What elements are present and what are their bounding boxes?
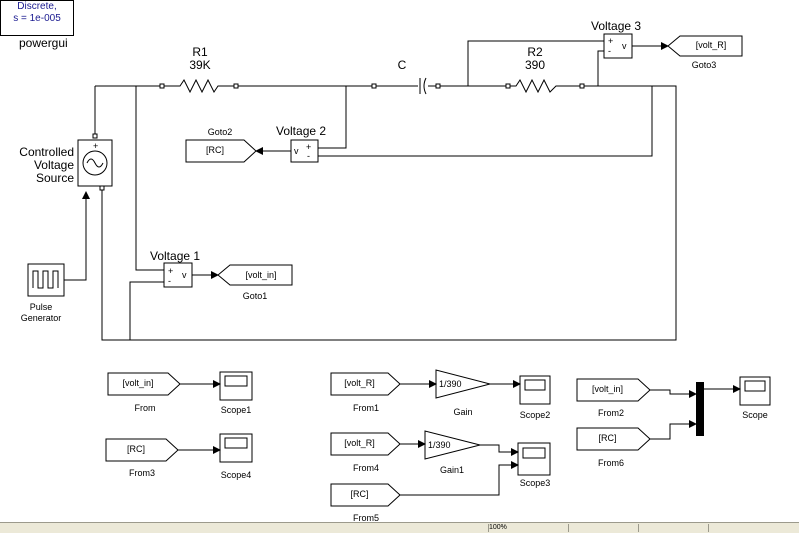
goto2-block xyxy=(185,139,257,163)
vm3-minus: - xyxy=(608,46,611,56)
goto2-tag: [RC] xyxy=(206,145,224,155)
pulse-label-2: Generator xyxy=(20,313,62,323)
source-label-3: Source xyxy=(35,171,74,185)
from4-tag: [volt_R] xyxy=(344,438,375,448)
vm2-minus: - xyxy=(307,151,310,161)
resistor-r2 xyxy=(508,78,582,94)
powergui-ts: s = 1e-005 xyxy=(13,13,61,24)
vm2-name: Voltage 2 xyxy=(276,124,327,138)
goto3-name: Goto3 xyxy=(691,60,717,70)
cap-name: C xyxy=(397,58,407,72)
goto1-name: Goto1 xyxy=(242,291,268,301)
vm3-name: Voltage 3 xyxy=(591,19,642,33)
from6-name: From6 xyxy=(597,458,625,468)
gain1-name: Gain1 xyxy=(439,465,465,475)
powergui-mode: Discrete, xyxy=(17,1,57,12)
vm1-name: Voltage 1 xyxy=(150,249,201,263)
goto1-block xyxy=(217,264,293,286)
scope-name: Scope xyxy=(742,410,768,420)
r2-value: 390 xyxy=(524,58,546,72)
from4-block xyxy=(330,432,401,456)
from3-tag: [RC] xyxy=(127,444,145,454)
from-name: From xyxy=(134,403,156,413)
from2-block xyxy=(576,378,651,402)
r2-name: R2 xyxy=(527,45,543,59)
r1-name: R1 xyxy=(192,45,208,59)
voltage-measurement-3 xyxy=(603,33,633,59)
from5-block xyxy=(330,483,401,507)
r1-value: 39K xyxy=(189,58,211,72)
scope4-name: Scope4 xyxy=(220,470,252,480)
vm1-plus: + xyxy=(168,266,174,276)
from-block xyxy=(107,372,181,396)
scope3-name: Scope3 xyxy=(519,478,551,488)
from6-block xyxy=(576,427,651,451)
from3-block xyxy=(105,438,179,462)
powergui-label: powergui xyxy=(19,36,68,50)
gain-name: Gain xyxy=(453,407,473,417)
vm2-plus: + xyxy=(306,142,312,152)
zoom-level: 100% xyxy=(488,524,569,532)
goto1-tag: [volt_in] xyxy=(245,270,277,280)
from1-block xyxy=(330,372,401,396)
from6-tag: [RC] xyxy=(598,433,617,443)
scope1-name: Scope1 xyxy=(220,405,252,415)
powergui-block[interactable]: Discrete, s = 1e-005 xyxy=(0,0,74,36)
gain-value: 1/390 xyxy=(439,379,462,389)
pulse-wave-icon xyxy=(32,270,59,289)
goto3-block xyxy=(667,35,743,57)
goto3-tag: [volt_R] xyxy=(695,40,727,50)
from-tag: [volt_in] xyxy=(122,378,154,388)
mux-block xyxy=(696,382,704,436)
vm3-plus: + xyxy=(608,36,614,46)
from3-name: From3 xyxy=(128,468,156,478)
from1-tag: [volt_R] xyxy=(344,378,375,388)
source-label-2: Voltage xyxy=(33,158,74,172)
capacitor-c xyxy=(374,77,438,95)
vm3-out: v xyxy=(622,41,627,51)
from5-tag: [RC] xyxy=(350,489,369,499)
from2-name: From2 xyxy=(597,408,625,418)
scope2-name: Scope2 xyxy=(519,410,551,420)
source-plus: + xyxy=(93,141,99,151)
vm2-out: v xyxy=(294,146,299,156)
goto2-name: Goto2 xyxy=(207,127,233,137)
from4-name: From4 xyxy=(352,463,380,473)
from5-name: From5 xyxy=(352,513,380,523)
vm1-out: v xyxy=(182,270,187,280)
source-label-1: Controlled xyxy=(19,145,74,159)
from1-name: From1 xyxy=(352,403,380,413)
vm1-minus: - xyxy=(168,276,171,286)
gain1-value: 1/390 xyxy=(428,440,451,450)
from2-tag: [volt_in] xyxy=(591,384,624,394)
scope-screen-icon xyxy=(224,375,248,387)
status-bar: 100% xyxy=(0,522,799,533)
pulse-label-1: Pulse xyxy=(29,302,53,312)
resistor-r1 xyxy=(162,78,236,94)
